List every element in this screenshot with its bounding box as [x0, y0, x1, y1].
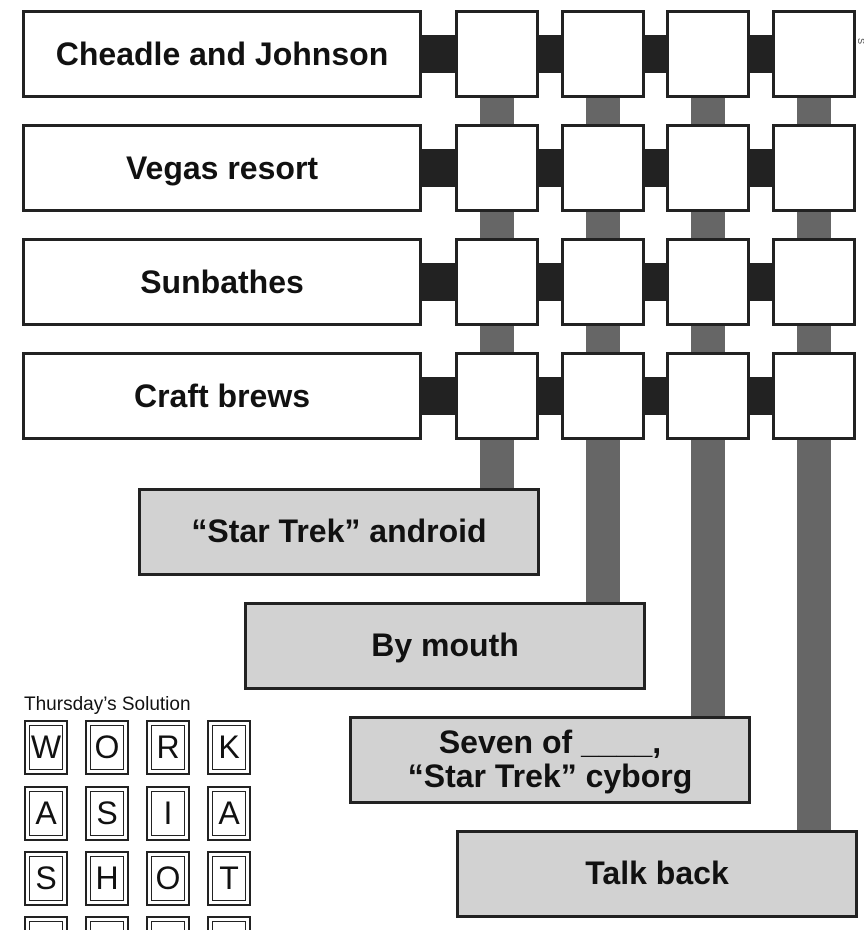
grid-cell-r2c3[interactable]	[666, 124, 750, 212]
solution-letter	[212, 921, 246, 930]
row-clue-2: Vegas resort	[22, 124, 422, 212]
solution-cell	[24, 916, 68, 930]
solution-letter: T	[212, 856, 246, 901]
solution-letter: O	[151, 856, 185, 901]
solution-letter: O	[90, 725, 124, 770]
grid-cell-r3c2[interactable]	[561, 238, 645, 326]
solution-cell: O	[85, 720, 129, 775]
edge-credit-text: S	[856, 38, 864, 45]
grid-cell-r4c4[interactable]	[772, 352, 856, 440]
solution-letter: S	[29, 856, 63, 901]
grid-cell-r3c4[interactable]	[772, 238, 856, 326]
solution-cell: S	[85, 786, 129, 841]
solution-letter: A	[212, 791, 246, 836]
row-clue-4: Craft brews	[22, 352, 422, 440]
solution-cell	[85, 916, 129, 930]
grid-cell-r4c1[interactable]	[455, 352, 539, 440]
solution-letter: R	[151, 725, 185, 770]
column-connector-4	[797, 96, 831, 832]
grid-cell-r2c2[interactable]	[561, 124, 645, 212]
column-clue-4-text: Talk back	[585, 855, 729, 892]
grid-cell-r4c2[interactable]	[561, 352, 645, 440]
column-clue-1: “Star Trek” android	[138, 488, 540, 576]
row-clue-3-text: Sunbathes	[140, 263, 304, 300]
solution-cell: A	[207, 786, 251, 841]
column-clue-3-text: Seven of ____, “Star Trek” cyborg	[407, 724, 693, 794]
solution-cell	[146, 916, 190, 930]
solution-cell: H	[85, 851, 129, 906]
column-clue-2: By mouth	[244, 602, 646, 690]
row-clue-1: Cheadle and Johnson	[22, 10, 422, 98]
column-clue-4: Talk back	[456, 830, 858, 918]
grid-cell-r4c3[interactable]	[666, 352, 750, 440]
solution-cell: W	[24, 720, 68, 775]
grid-cell-r1c2[interactable]	[561, 10, 645, 98]
grid-cell-r1c3[interactable]	[666, 10, 750, 98]
solution-cell: R	[146, 720, 190, 775]
solution-letter	[151, 921, 185, 930]
solution-cell	[207, 916, 251, 930]
solution-cell: O	[146, 851, 190, 906]
solution-letter: I	[151, 791, 185, 836]
solution-cell: T	[207, 851, 251, 906]
column-clue-1-text: “Star Trek” android	[191, 513, 487, 550]
solution-letter: A	[29, 791, 63, 836]
solution-cell: S	[24, 851, 68, 906]
column-clue-2-text: By mouth	[371, 627, 519, 664]
solution-letter: K	[212, 725, 246, 770]
row-clue-3: Sunbathes	[22, 238, 422, 326]
solution-cell: A	[24, 786, 68, 841]
grid-cell-r2c4[interactable]	[772, 124, 856, 212]
row-clue-4-text: Craft brews	[133, 377, 311, 414]
solution-grid: W O R K A S I A S H O T	[24, 720, 264, 930]
grid-cell-r1c1[interactable]	[455, 10, 539, 98]
solution-cell: I	[146, 786, 190, 841]
grid-cell-r2c1[interactable]	[455, 124, 539, 212]
row-clue-2-text: Vegas resort	[125, 149, 319, 186]
solution-letter: S	[90, 791, 124, 836]
solution-letter	[90, 921, 124, 930]
column-clue-3: Seven of ____, “Star Trek” cyborg	[349, 716, 751, 804]
solution-title: Thursday’s Solution	[24, 694, 191, 715]
grid-cell-r3c1[interactable]	[455, 238, 539, 326]
grid-cell-r1c4[interactable]	[772, 10, 856, 98]
row-clue-1-text: Cheadle and Johnson	[55, 35, 389, 72]
solution-cell: K	[207, 720, 251, 775]
grid-cell-r3c3[interactable]	[666, 238, 750, 326]
solution-letter	[29, 921, 63, 930]
solution-letter: H	[90, 856, 124, 901]
solution-letter: W	[29, 725, 63, 770]
